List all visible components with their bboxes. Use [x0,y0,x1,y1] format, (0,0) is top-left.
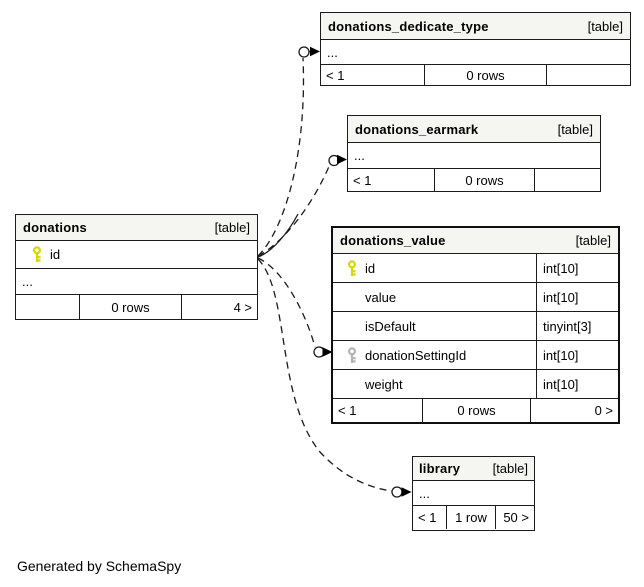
footer-parents: < 1 [418,510,437,525]
column-row-value: value int[10] [333,283,618,312]
column-name: isDefault [365,318,416,334]
footer-parents: < 1 [338,403,357,418]
footer-parents: < 1 [353,172,372,188]
table-footer: 0 rows 4 > [16,295,257,319]
fk-line-donations-earmark [257,163,331,257]
column-row-id: id [16,241,257,269]
footer-rowcount: 1 row [446,506,495,529]
table-tag-label: [table] [575,233,611,248]
foreign-key-icon [339,346,365,364]
generator-note: Generated by SchemaSpy [17,558,182,574]
footer-children: 0 > [530,399,618,422]
column-row-id: id int[10] [333,254,618,283]
table-donations[interactable]: donations [table] id ... 0 rows 4 > [15,214,258,320]
table-header[interactable]: donations [table] [16,215,257,241]
crow-end-donations-value [313,346,333,358]
table-tag-label: [table] [214,220,250,235]
crow-end-dedicate-type [298,46,320,58]
column-row-donationsettingid: donationSettingId int[10] [333,341,618,370]
table-donations-dedicate-type[interactable]: donations_dedicate_type [table] ... < 1 … [320,12,631,86]
fk-line-solid-stub [257,213,299,258]
table-name[interactable]: donations_dedicate_type [328,18,489,34]
footer-children: 4 > [181,295,257,319]
table-footer: < 1 0 rows 0 > [333,399,618,422]
ellipsis-text: ... [22,274,33,289]
ellipsis-text: ... [354,148,365,163]
footer-children [534,169,600,191]
crow-end-earmark [328,154,347,167]
column-type: int[10] [536,283,618,311]
table-donations-value[interactable]: donations_value [table] id int[10] value… [331,226,620,424]
table-header[interactable]: donations_value [table] [333,228,618,254]
table-name[interactable]: donations_earmark [355,121,479,137]
footer-rowcount: 0 rows [79,295,181,319]
ellipsis-text: ... [327,44,338,60]
table-name[interactable]: library [419,461,461,476]
column-name: id [50,247,61,262]
footer-parents [16,295,79,319]
column-name: id [365,260,376,276]
crow-end-library [391,486,412,498]
table-header[interactable]: donations_earmark [table] [348,116,600,143]
primary-key-icon [339,259,365,277]
column-type: tinyint[3] [536,312,618,340]
column-row-isdefault: isDefault tinyint[3] [333,312,618,341]
table-footer: < 1 0 rows [348,169,600,191]
table-tag-label: [table] [557,121,593,137]
column-name: value [365,289,397,305]
ellipsis-row: ... [348,143,600,169]
column-name: weight [365,376,403,392]
column-name: donationSettingId [365,347,467,363]
table-header[interactable]: library [table] [413,457,534,481]
footer-children: 50 > [495,506,534,529]
primary-key-icon [24,246,50,263]
footer-rowcount: 0 rows [424,65,546,85]
fk-line-donations-value [257,257,316,348]
table-name[interactable]: donations [23,220,87,235]
table-tag-label: [table] [492,461,528,476]
ellipsis-row: ... [321,40,630,65]
footer-rowcount: 0 rows [422,399,530,422]
fk-line-donations-dedicate-type [257,57,305,257]
table-donations-earmark[interactable]: donations_earmark [table] ... < 1 0 rows [347,115,601,192]
column-type: int[10] [536,370,618,398]
table-name[interactable]: donations_value [340,233,446,248]
table-tag-label: [table] [587,18,623,34]
footer-parents: < 1 [326,67,345,83]
table-footer: < 1 0 rows [321,65,630,85]
column-type: int[10] [536,254,618,282]
column-type: int[10] [536,341,618,369]
column-row-weight: weight int[10] [333,370,618,399]
ellipsis-text: ... [419,485,430,501]
table-footer: < 1 1 row 50 > [413,506,534,529]
footer-children [546,65,630,85]
footer-rowcount: 0 rows [434,169,534,191]
table-library[interactable]: library [table] ... < 1 1 row 50 > [412,456,535,531]
table-header[interactable]: donations_dedicate_type [table] [321,13,630,40]
ellipsis-row: ... [16,269,257,295]
ellipsis-row: ... [413,481,534,506]
